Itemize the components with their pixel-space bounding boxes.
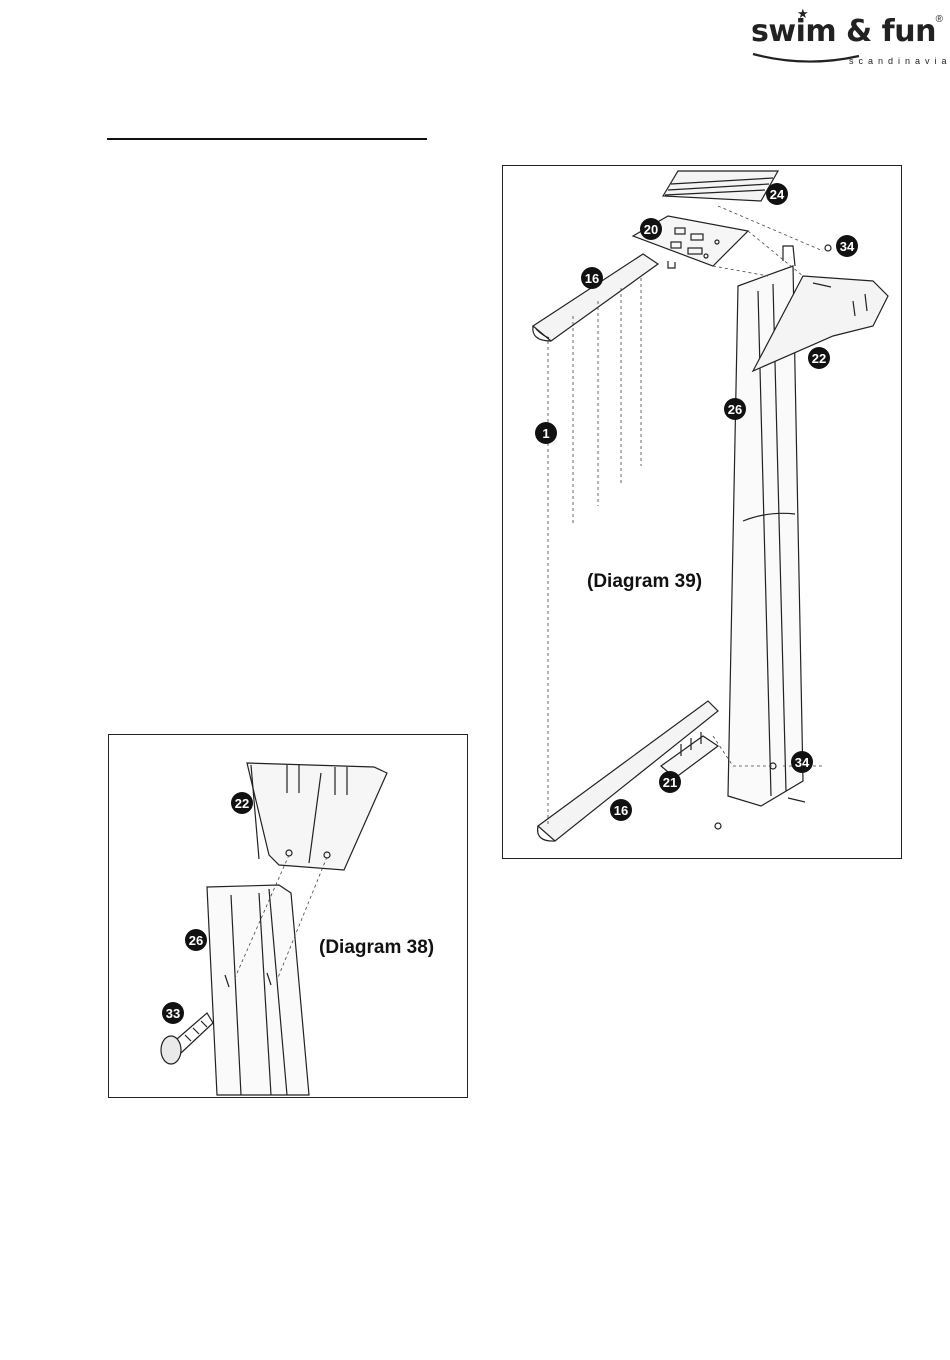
callout-33: 33 (162, 1002, 184, 1024)
svg-text:33: 33 (166, 1006, 180, 1021)
callout-20: 20 (640, 218, 662, 240)
svg-text:20: 20 (644, 222, 658, 237)
top-rail-24 (663, 171, 778, 201)
diagram-38-drawing: 22 26 33 (109, 735, 467, 1097)
svg-text:26: 26 (728, 402, 742, 417)
section-title-rule (107, 138, 427, 140)
logo-swoosh-icon (751, 50, 861, 66)
bracket-22 (247, 763, 387, 870)
callout-34-top: 34 (836, 235, 858, 257)
svg-text:24: 24 (770, 187, 785, 202)
callout-21: 21 (659, 771, 681, 793)
diagram-38-panel: 22 26 33 (Diagram 38) (108, 734, 468, 1098)
logo-subtitle: scandinavia (849, 56, 950, 66)
svg-text:21: 21 (663, 775, 677, 790)
callout-26: 26 (724, 398, 746, 420)
callout-1: 1 (535, 422, 557, 444)
logo-text: swim & fun (751, 14, 936, 49)
svg-text:26: 26 (189, 933, 203, 948)
callout-16-top: 16 (581, 267, 603, 289)
lower-rail-16 (538, 701, 718, 841)
callout-16-bottom: 16 (610, 799, 632, 821)
svg-text:22: 22 (812, 351, 826, 366)
diagram-39-caption: (Diagram 39) (587, 571, 702, 593)
callout-34-bottom: 34 (791, 751, 813, 773)
post-26 (207, 885, 309, 1095)
upper-rail-16 (533, 254, 658, 341)
diagram-39-panel: 24 20 34 16 22 1 (502, 165, 902, 859)
diagram-38-caption: (Diagram 38) (319, 937, 434, 959)
brand-logo: ★ swim & fun ® scandinavia (745, 6, 945, 70)
svg-text:1: 1 (542, 426, 549, 441)
registered-mark: ® (936, 14, 943, 25)
callout-26: 26 (185, 929, 207, 951)
callout-22: 22 (808, 347, 830, 369)
diagram-39-drawing: 24 20 34 16 22 1 (503, 166, 901, 858)
svg-text:16: 16 (585, 271, 599, 286)
callout-24: 24 (766, 183, 788, 205)
callout-22: 22 (231, 792, 253, 814)
svg-text:34: 34 (840, 239, 855, 254)
svg-text:22: 22 (235, 796, 249, 811)
svg-text:16: 16 (614, 803, 628, 818)
svg-text:34: 34 (795, 755, 810, 770)
